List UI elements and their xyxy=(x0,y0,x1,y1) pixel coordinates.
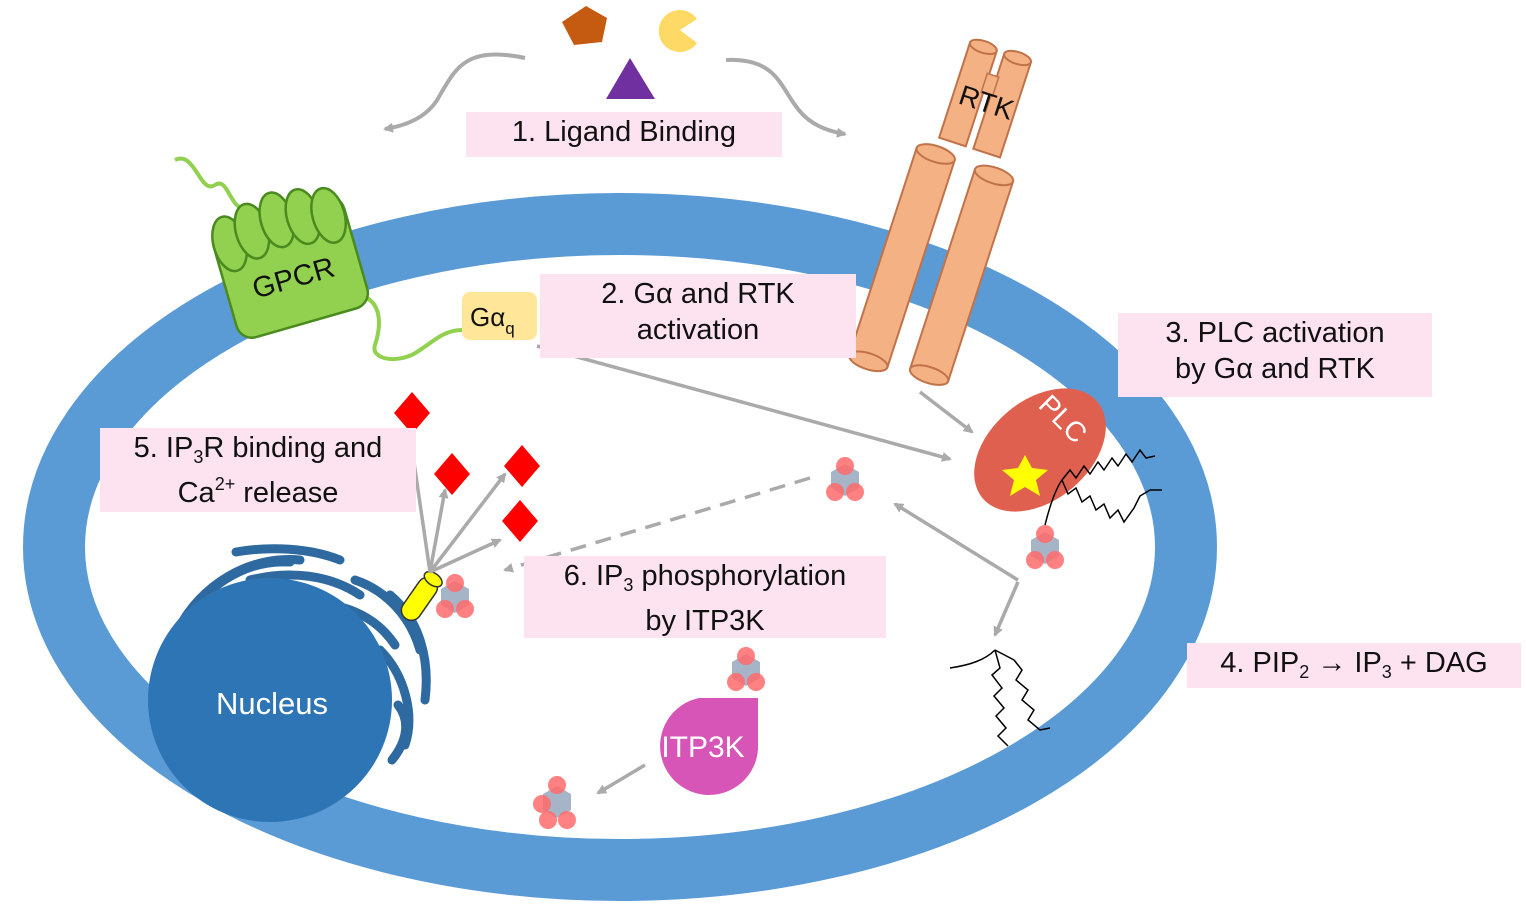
dag-molecule xyxy=(949,649,1051,747)
arrow-to-ip3 xyxy=(893,502,1019,582)
nucleus-label: Nucleus xyxy=(216,686,328,721)
active-site-star-icon xyxy=(1002,455,1048,496)
calcium-ion-icon xyxy=(434,453,470,495)
nucleus xyxy=(148,578,392,822)
step-6-label: 6. IP3 phosphorylation by ITP3K xyxy=(524,556,886,638)
arrow-galpha-to-plc xyxy=(536,344,952,462)
ligand-pentagon-icon xyxy=(562,6,607,45)
itp3k-enzyme xyxy=(660,698,758,795)
galpha-q-box xyxy=(462,292,537,340)
ip3-molecule-released xyxy=(826,457,864,501)
arrow-ip3-to-receptor xyxy=(503,476,811,573)
ip3-substrate xyxy=(727,647,765,691)
calcium-ion-icon xyxy=(502,500,538,542)
gpcr-n-terminus xyxy=(174,156,246,210)
ligand-triangle-icon xyxy=(606,58,655,99)
ligand-arrow-right xyxy=(725,57,847,138)
gpcr-receptor: GPCR xyxy=(211,186,370,339)
arrow-rtk-to-plc xyxy=(918,390,974,434)
step-5-label: 5. IP3R binding and Ca2+ release xyxy=(100,428,416,512)
itp3k-label: ITP3K xyxy=(661,731,744,764)
ip4-product xyxy=(533,776,576,829)
arrow-to-dag xyxy=(993,581,1020,637)
ip3-receptor-channel xyxy=(400,570,443,622)
gpcr-c-terminus xyxy=(357,293,463,362)
cell-membrane xyxy=(23,193,1217,901)
ligand-arrow-left xyxy=(383,52,526,133)
ligand-pacman-icon xyxy=(658,10,697,53)
plc-enzyme xyxy=(974,388,1106,512)
calcium-release-arrows xyxy=(406,433,507,574)
calcium-ion-icon xyxy=(504,445,540,487)
step-1-label: 1. Ligand Binding xyxy=(466,112,782,157)
step-4-label: 4. PIP2 → IP3 + DAG xyxy=(1187,643,1521,688)
arrow-itp3k-to-ip4 xyxy=(596,763,646,795)
calcium-ion-icon xyxy=(394,392,430,434)
step-3-label: 3. PLC activation by Gα and RTK xyxy=(1118,313,1432,397)
galpha-q-label: Gαq xyxy=(470,302,515,338)
step-2-label: 2. Gα and RTK activation xyxy=(540,274,856,358)
rtk-receptor: RTK xyxy=(848,38,1033,386)
pip2-molecule xyxy=(1026,448,1162,569)
